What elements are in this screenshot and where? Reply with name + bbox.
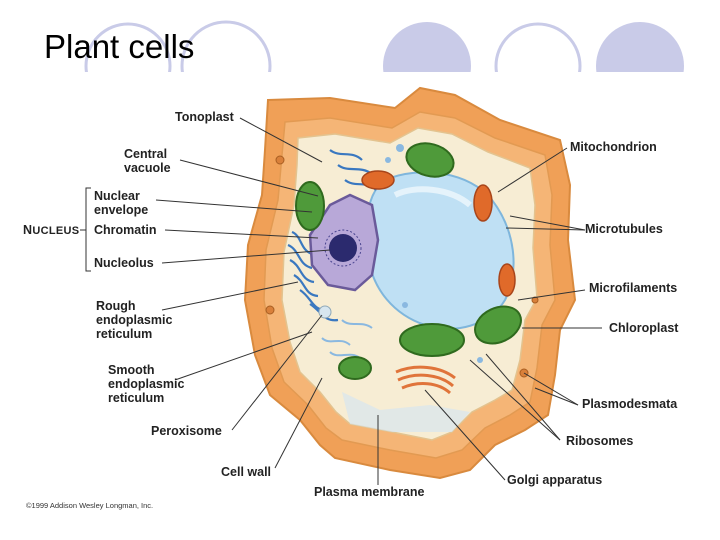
mitochondria — [361, 170, 516, 297]
label-nucleus: NUCLEUS — [23, 223, 79, 237]
slide-title: Plant cells — [44, 28, 195, 65]
label-microfilaments: Microfilaments — [589, 281, 678, 295]
nucleolus — [329, 234, 357, 262]
label-chromatin: Chromatin — [94, 223, 157, 237]
deco-circle-3 — [383, 22, 471, 72]
deco-circle-1 — [84, 22, 172, 72]
label-ribosomes: Ribosomes — [566, 434, 634, 448]
golgi-apparatus — [395, 365, 456, 395]
label-cell-wall: Cell wall — [221, 465, 272, 479]
label-plasmodesmata: Plasmodesmata — [582, 397, 678, 411]
deco-circle-5 — [596, 22, 684, 72]
nucleus-bracket — [80, 187, 91, 272]
label-microtubules: Microtubules — [585, 222, 663, 236]
label-tonoplast: Tonoplast — [175, 110, 234, 124]
deco-circle-2 — [180, 20, 272, 72]
label-golgi-apparatus: Golgi apparatus — [507, 473, 603, 487]
label-smooth-er: Smooth endoplasmic reticulum — [108, 363, 185, 405]
leader-lines — [155, 117, 602, 485]
label-central-vacuole: Central vacuole — [124, 147, 171, 175]
label-peroxisome: Peroxisome — [151, 424, 222, 438]
copyright-text: ©1999 Addison Wesley Longman, Inc. — [26, 501, 154, 510]
label-nucleus-initial: N — [23, 223, 33, 237]
plasma-membrane-region — [342, 392, 470, 432]
deco-circle-4 — [494, 22, 582, 72]
label-nuclear-envelope: Nuclear envelope — [94, 189, 149, 217]
chloroplasts — [295, 142, 522, 380]
label-nucleus-rest: UCLEUS — [32, 225, 80, 237]
label-chloroplast: Chloroplast — [609, 321, 679, 335]
label-plasma-membrane: Plasma membrane — [314, 485, 425, 499]
label-rough-er: Rough endoplasmic reticulum — [96, 299, 173, 341]
label-mitochondrion: Mitochondrion — [570, 140, 657, 154]
label-nucleolus: Nucleolus — [94, 256, 154, 270]
